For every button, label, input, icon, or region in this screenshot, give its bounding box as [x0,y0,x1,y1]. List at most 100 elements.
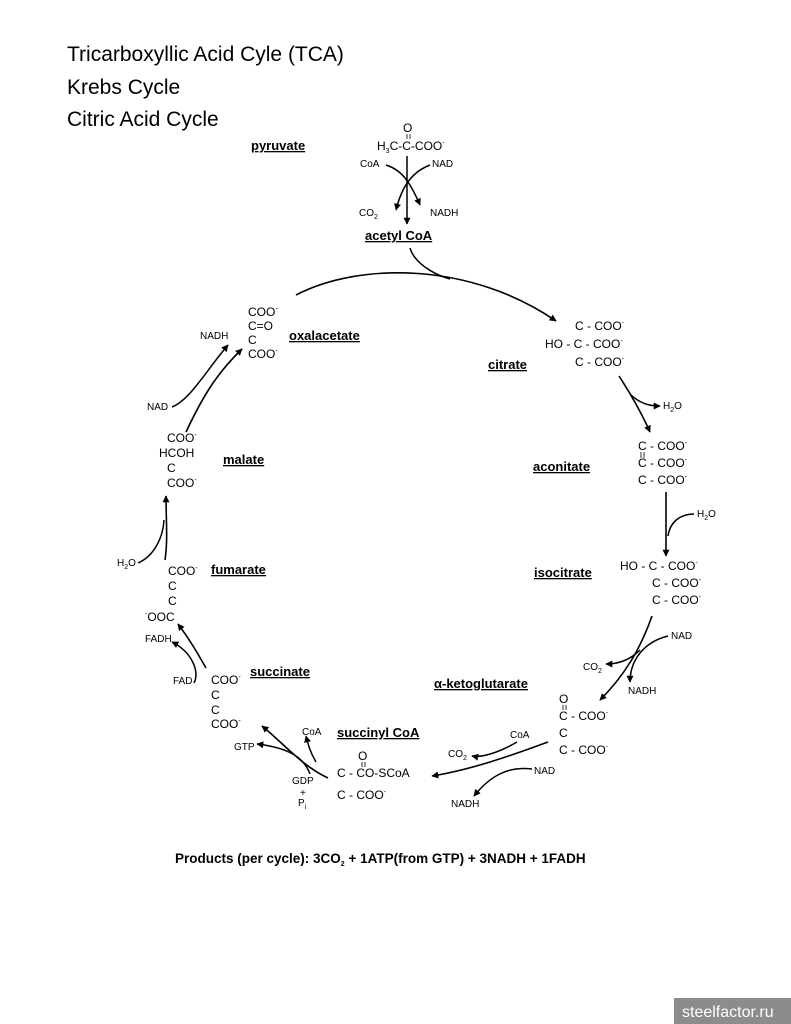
svg-text:C - COO-: C - COO- [559,743,609,757]
nad-label-ketoglutarate: NAD [534,766,555,777]
arrow-h2o-in-aconitate [667,513,695,537]
arrow-nad-in [394,164,431,211]
arrow-nad-nadh-malate [171,344,229,408]
svg-text:C - COO-: C - COO- [575,319,625,333]
svg-text:C - COO-: C - COO- [559,709,609,723]
svg-text:GDP: GDP [292,776,314,787]
compound-label-aconitate: aconitate [533,459,590,474]
title-line-1: Tricarboxyllic Acid Cyle (TCA) [67,43,344,66]
svg-text:COO-: COO- [168,564,198,578]
co2-label-pyruvate: CO2 [359,208,378,221]
compound-label-acetyl-coa: acetyl CoA [365,228,433,243]
svg-text:COO-: COO- [248,347,278,361]
arrow-co2-out-isocitrate [605,649,641,668]
svg-text:C: C [248,333,257,347]
svg-text:C: C [559,726,568,740]
svg-text:H3C-C-COO-: H3C-C-COO- [377,139,445,155]
malate-formula: COO- HCOH C COO- [159,431,197,490]
svg-text:COO-: COO- [211,673,241,687]
svg-text:O: O [559,692,568,706]
svg-text:O: O [403,121,412,135]
compound-label-citrate: citrate [488,357,527,372]
nad-label-isocitrate: NAD [671,631,692,642]
arrow-nad-in-ketoglutarate [473,767,533,797]
compound-label-ketoglutarate: α-ketoglutarate [434,676,528,691]
arrow-fumarate-to-malate [162,495,170,561]
isocitrate-formula: HO - C - COO- C - COO- C - COO- [620,559,702,607]
svg-text:C: C [211,703,220,717]
svg-text:C=O: C=O [248,319,273,333]
watermark-badge [674,998,791,1024]
compound-label-succinate: succinate [250,664,310,679]
arrow-nad-in-isocitrate [626,635,669,683]
oxalacetate-formula: COO- C=O C COO- [248,305,278,361]
gdp-pi-label: GDP + Pi [292,776,314,811]
arrow-isocitrate-to-ketoglutarate [599,615,653,701]
compound-label-succinyl-coa: succinyl CoA [337,725,420,740]
svg-text:HO - C - COO-: HO - C - COO- [620,559,698,573]
compound-label-pyruvate: pyruvate [251,138,305,153]
citrate-formula: C - COO- HO - C - COO- C - COO- [545,319,625,369]
nadh-label-isocitrate: NADH [628,686,656,697]
ketoglutarate-formula: O C - COO- C C - COO- [559,692,609,757]
gtp-label: GTP [234,742,255,753]
h2o-label-aconitate: H2O [697,509,716,522]
compound-label-oxalacetate: oxalacetate [289,328,360,343]
arrow-malate-to-oxalacetate [185,348,243,433]
coa-label-succinyl: CoA [302,727,322,738]
arrow-succinate-to-fumarate [177,623,207,669]
svg-text:HO - C - COO-: HO - C - COO- [545,337,623,351]
svg-text:O: O [358,749,367,763]
arrow-coa-in-ketoglutarate [471,741,518,761]
svg-text:C - COO-: C - COO- [638,473,688,487]
arrow-gdp-gtp [256,741,311,775]
nadh-label-oxalacetate: NADH [200,331,228,342]
svg-text:+: + [300,788,306,799]
arrow-oxalacetate-to-citrate [295,272,557,322]
title-line-2: Krebs Cycle [67,76,180,99]
nadh-label-pyruvate: NADH [430,208,458,219]
svg-text:COO-: COO- [167,431,197,445]
coa-label-ketoglutarate: CoA [510,730,530,741]
arrow-ketoglutarate-to-succinylcoa [431,741,549,779]
fad-label: FAD [173,676,192,687]
arrow-coa-in [385,164,421,206]
compound-label-fumarate: fumarate [211,562,266,577]
svg-text:C: C [211,688,220,702]
succinate-formula: COO- C C COO- [211,673,241,731]
pyruvate-formula: O H3C-C-COO- [377,121,445,155]
co2-label-isocitrate: CO2 [583,662,602,675]
svg-text:C: C [168,579,177,593]
svg-text:C - COO-: C - COO- [337,788,387,802]
svg-text:C - CO-SCoA: C - CO-SCoA [337,766,410,780]
svg-text:C: C [167,461,176,475]
svg-text:COO-: COO- [167,476,197,490]
watermark-text: steelfactor.ru [682,1004,774,1021]
svg-text:HCOH: HCOH [159,446,194,460]
succinyl-coa-formula: O C - CO-SCoA C - COO- [337,749,410,802]
svg-text:Pi: Pi [298,798,307,811]
h2o-label-citrate: H2O [663,401,682,414]
arrow-coa-out-succinyl [304,735,317,763]
fumarate-formula: COO- C C -OOC [145,564,198,624]
svg-text:C - COO-: C - COO- [638,456,688,470]
svg-text:COO-: COO- [248,305,278,319]
arrow-citrate-to-aconitate [618,375,651,433]
arrow-h2o-fumarate [137,519,165,564]
svg-text:C - COO-: C - COO- [652,576,702,590]
svg-text:COO-: COO- [211,717,241,731]
svg-text:-OOC: -OOC [145,610,175,624]
coa-label-pyruvate: CoA [360,159,380,170]
fadh-label: FADH [145,634,172,645]
compound-label-malate: malate [223,452,264,467]
svg-text:C - COO-: C - COO- [638,439,688,453]
svg-text:C - COO-: C - COO- [652,593,702,607]
compound-label-isocitrate: isocitrate [534,565,592,580]
svg-text:C: C [168,594,177,608]
h2o-label-fumarate: H2O [117,558,136,571]
arrow-h2o-out-citrate [629,393,661,410]
nadh-label-ketoglutarate: NADH [451,799,479,810]
aconitate-formula: C - COO- C - COO- C - COO- [638,439,688,487]
nad-label-malate: NAD [147,402,168,413]
